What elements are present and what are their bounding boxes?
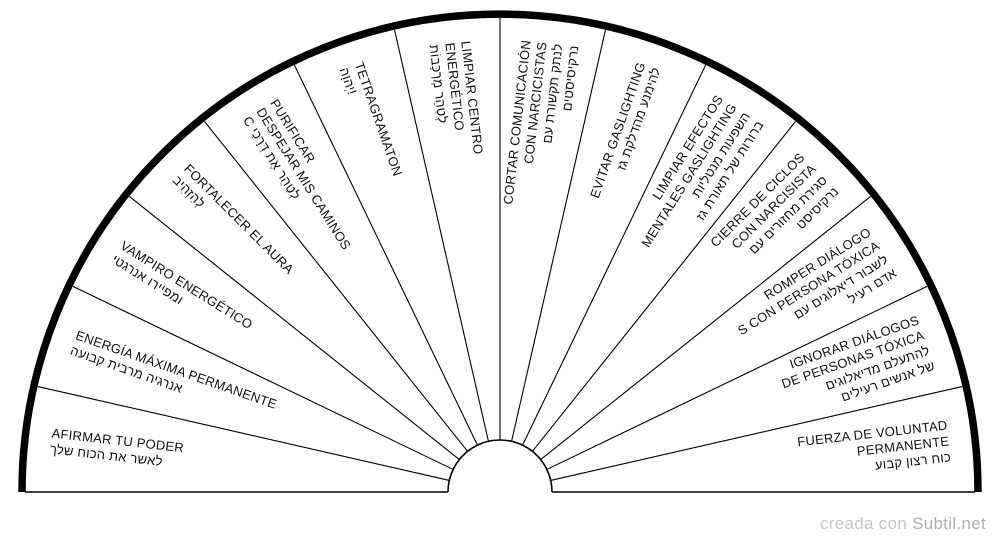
sector-divider: [393, 29, 489, 442]
watermark-brand: Subtil.net: [912, 514, 986, 533]
sector-divider: [511, 29, 607, 442]
watermark-prefix: creada con: [819, 514, 913, 533]
sector-divider: [531, 121, 796, 452]
sector-divider: [293, 64, 478, 446]
sector-divider: [72, 285, 454, 470]
outer-arc: [18, 10, 982, 493]
sector-divider: [129, 196, 460, 461]
sector-divider: [204, 121, 469, 452]
watermark: creada con Subtil.net: [820, 514, 986, 534]
sector-divider: [546, 285, 928, 470]
sector-divider: [37, 385, 450, 481]
sector-divider: [522, 64, 707, 446]
sector-divider: [540, 196, 871, 461]
sector-divider: [550, 385, 963, 481]
